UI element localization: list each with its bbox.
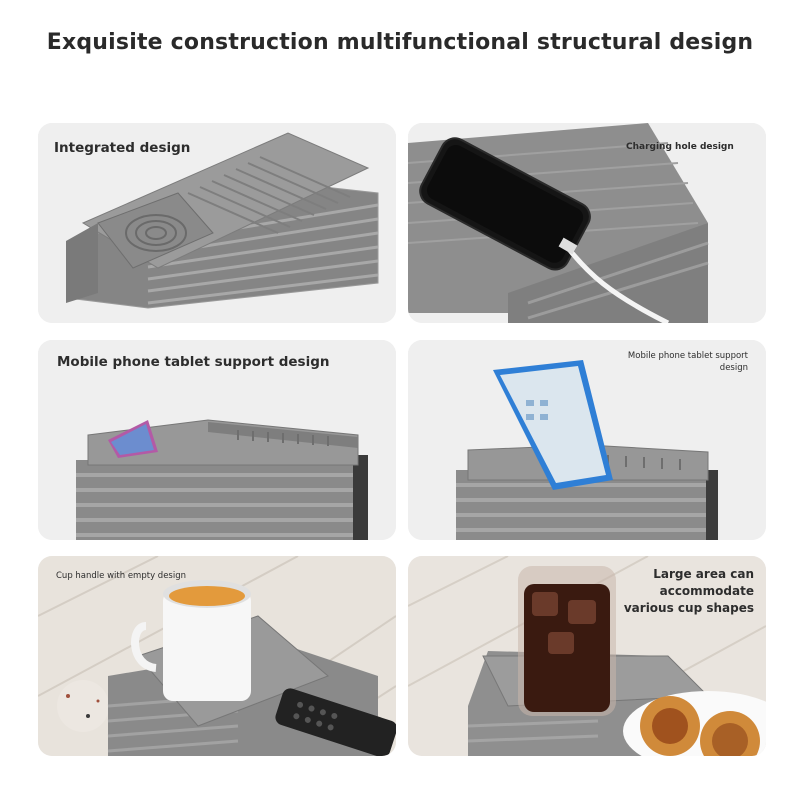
caption-line-2: design — [719, 363, 748, 373]
phone-icon — [419, 137, 591, 271]
organizer-with-mug-illustration — [38, 556, 396, 756]
panel-phone-support-design: Mobile phone tablet support design — [38, 340, 396, 540]
caption-line-1: Large area can — [653, 567, 754, 581]
panel-cup-handle-design: Cup handle with empty design — [38, 556, 396, 756]
panel-tablet-support-design: Mobile phone tablet support design — [408, 340, 766, 540]
tablet-icon — [493, 360, 613, 490]
glass-icon — [518, 566, 616, 716]
caption-line-2: accommodate — [659, 584, 754, 598]
organizer-with-tablet-illustration — [408, 340, 766, 540]
remote-icon — [275, 688, 396, 756]
caption-large-area-cups: Large area can accommodate various cup s… — [598, 566, 754, 617]
caption-charging-hole-design: Charging hole design — [626, 142, 734, 152]
organizer-with-phone-stand-illustration — [38, 340, 396, 540]
caption-line-3: various cup shapes — [623, 601, 754, 615]
organizer-illustration — [38, 123, 396, 323]
caption-tablet-support-design: Mobile phone tablet support design — [608, 350, 748, 374]
caption-line-1: Mobile phone tablet support — [627, 351, 748, 361]
caption-cup-handle-design: Cup handle with empty design — [56, 571, 186, 581]
page-title: Exquisite construction multifunctional s… — [46, 30, 754, 55]
mug-icon — [131, 580, 251, 701]
organizer-with-glass-illustration — [408, 556, 766, 756]
panel-integrated-design: Integrated design — [38, 123, 396, 323]
panel-large-area-cups: Large area can accommodate various cup s… — [408, 556, 766, 756]
organizer-with-phone-illustration — [408, 123, 766, 323]
caption-integrated-design: Integrated design — [54, 140, 191, 156]
panel-charging-hole-design: Charging hole design — [408, 123, 766, 323]
phone-icon — [108, 420, 158, 458]
caption-phone-support-design: Mobile phone tablet support design — [57, 354, 330, 370]
